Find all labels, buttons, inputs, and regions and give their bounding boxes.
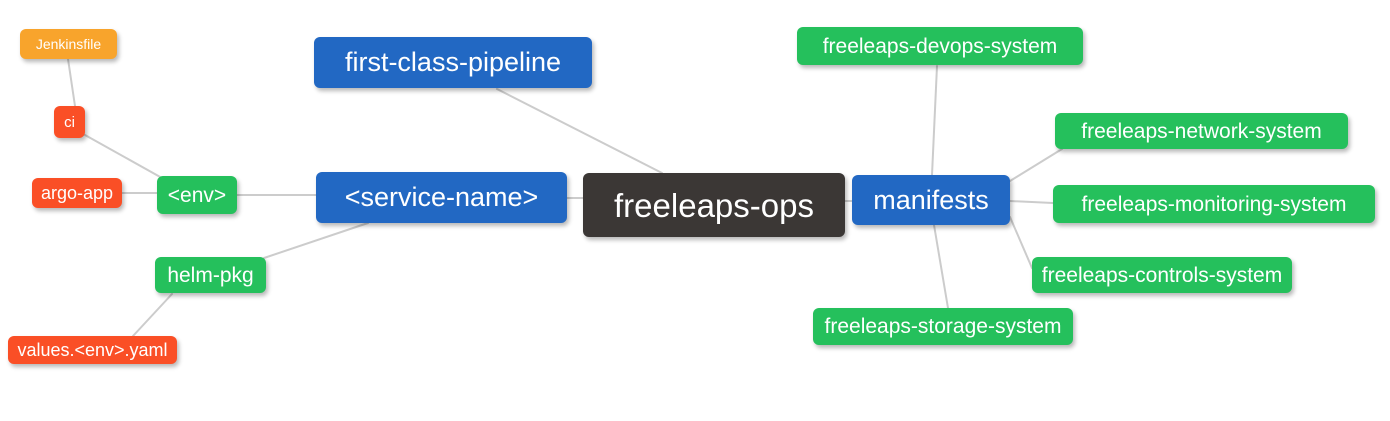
- mindmap-node-freeleaps-storage-system[interactable]: freeleaps-storage-system: [813, 308, 1073, 345]
- mindmap-node-freeleaps-ops[interactable]: freeleaps-ops: [583, 173, 845, 237]
- edge-manifests-to-freeleaps-storage-system: [933, 224, 949, 309]
- mindmap-node-manifests[interactable]: manifests: [852, 175, 1010, 225]
- mindmap-node-service-name[interactable]: <service-name>: [316, 172, 567, 223]
- edge-jenkinsfile-to-ci: [67, 58, 76, 107]
- mindmap-node-env[interactable]: <env>: [157, 176, 237, 214]
- edge-helm-pkg-to-values-env-yaml: [132, 293, 173, 337]
- mindmap-node-values-env-yaml[interactable]: values.<env>.yaml: [8, 336, 177, 364]
- edge-manifests-to-freeleaps-controls-system: [1009, 216, 1033, 269]
- mindmap-node-jenkinsfile[interactable]: Jenkinsfile: [20, 29, 117, 59]
- mindmap-node-ci[interactable]: ci: [54, 106, 85, 138]
- mindmap-node-freeleaps-devops-system[interactable]: freeleaps-devops-system: [797, 27, 1083, 65]
- mindmap-node-freeleaps-controls-system[interactable]: freeleaps-controls-system: [1032, 257, 1292, 293]
- edge-manifests-to-freeleaps-monitoring-system: [1009, 200, 1054, 204]
- edge-manifests-to-freeleaps-devops-system: [931, 65, 938, 176]
- edge-manifests-to-freeleaps-network-system: [1009, 148, 1063, 182]
- edge-service-name-to-helm-pkg: [263, 222, 369, 259]
- mindmap-node-first-class-pipeline[interactable]: first-class-pipeline: [314, 37, 592, 88]
- mindmap-node-freeleaps-network-system[interactable]: freeleaps-network-system: [1055, 113, 1348, 149]
- mindmap-node-freeleaps-monitoring-system[interactable]: freeleaps-monitoring-system: [1053, 185, 1375, 223]
- edge-first-class-pipeline-to-freeleaps-ops: [496, 88, 663, 174]
- edge-ci-to-env: [84, 134, 163, 179]
- mindmap-node-helm-pkg[interactable]: helm-pkg: [155, 257, 266, 293]
- mindmap-node-argo-app[interactable]: argo-app: [32, 178, 122, 208]
